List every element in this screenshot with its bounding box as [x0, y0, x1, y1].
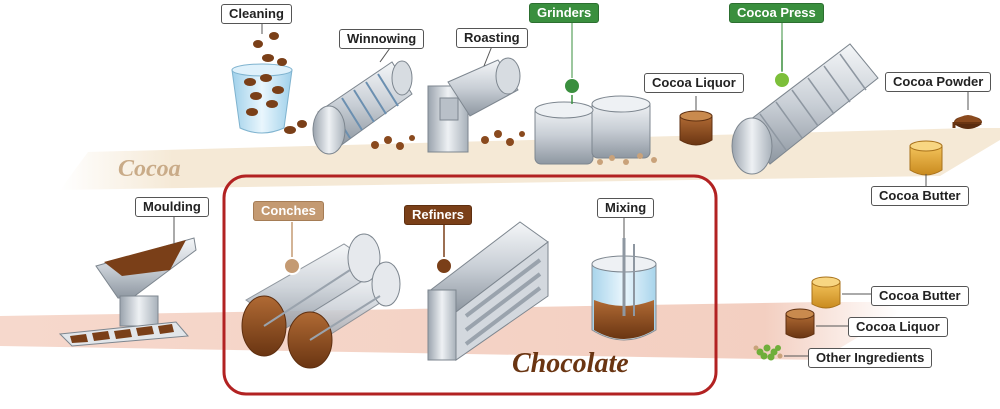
- cocoa-band-label: Cocoa: [118, 156, 181, 182]
- roasting-machine: [427, 57, 525, 153]
- chocolate-band-label: Chocolate: [512, 348, 629, 379]
- label-grinders: Grinders: [529, 3, 600, 23]
- label-cocoa-liquor-bottom: Cocoa Liquor: [848, 317, 948, 337]
- label-cleaning: Cleaning: [221, 4, 292, 24]
- winnowing-machine: [312, 60, 415, 155]
- label-cocoa-butter-bottom: Cocoa Butter: [871, 286, 969, 306]
- label-moulding: Moulding: [135, 197, 209, 217]
- cocoa-powder-dish: [952, 115, 982, 129]
- conches-machine: [241, 222, 401, 369]
- highlight-box: [222, 174, 718, 396]
- cleaning-machine: [231, 32, 307, 134]
- label-cocoa-press: Cocoa Press: [729, 3, 824, 23]
- label-winnowing: Winnowing: [339, 29, 425, 49]
- cocoa-press-machine: [731, 40, 879, 175]
- label-roasting: Roasting: [456, 28, 528, 48]
- label-cocoa-powder: Cocoa Powder: [885, 72, 992, 92]
- cocoa-liquor-cup-bottom: [785, 308, 848, 339]
- label-cocoa-liquor-top: Cocoa Liquor: [644, 73, 744, 93]
- cocoa-band: [60, 128, 1000, 190]
- grinders-machine: [534, 77, 657, 165]
- mixing-machine: [591, 216, 657, 341]
- cocoa-butter-jar-bottom: [811, 276, 872, 309]
- label-refiners: Refiners: [404, 205, 473, 225]
- refiners-machine: [427, 221, 549, 361]
- other-ingredients-pile: [753, 344, 808, 361]
- label-cocoa-butter-top: Cocoa Butter: [871, 186, 969, 206]
- label-other-ingredients: Other Ingredients: [808, 348, 933, 368]
- moulding-machine: [58, 216, 197, 347]
- cocoa-butter-jar-top: [909, 140, 943, 186]
- label-conches: Conches: [253, 201, 324, 221]
- cocoa-liquor-cup-top: [679, 96, 713, 146]
- label-mixing: Mixing: [597, 198, 655, 218]
